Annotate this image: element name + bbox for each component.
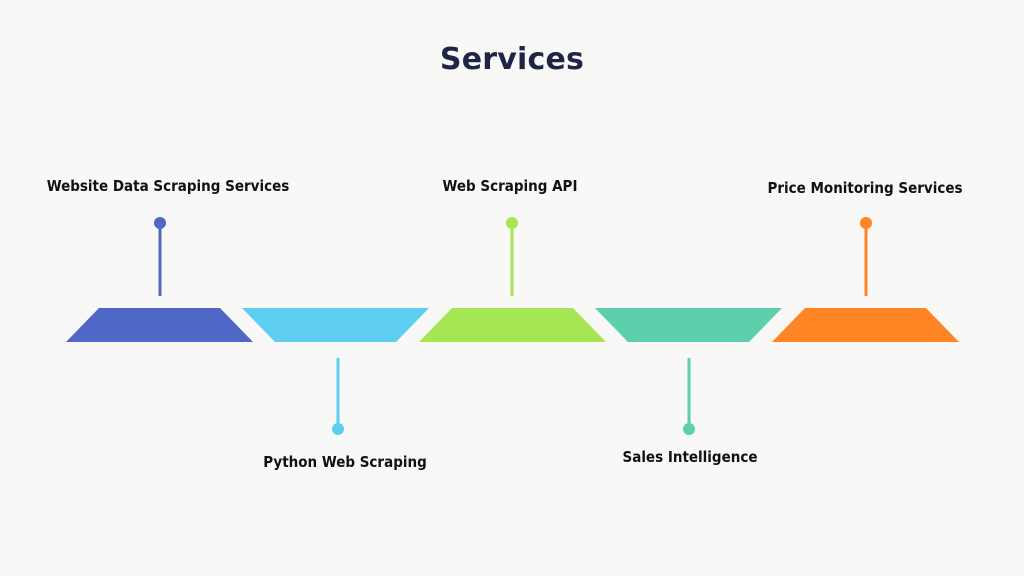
- timeline-segment-2: [242, 308, 429, 342]
- timeline-label-web-scraping-api: Web Scraping API: [442, 177, 578, 195]
- timeline-marker-2: [332, 423, 344, 435]
- timeline-label-python-web-scraping: Python Web Scraping: [263, 453, 427, 471]
- timeline-label-website-data-scraping-services: Website Data Scraping Services: [46, 177, 290, 195]
- timeline-label-sales-intelligence: Sales Intelligence: [622, 448, 758, 466]
- timeline-marker-5: [860, 217, 872, 229]
- timeline-marker-3: [506, 217, 518, 229]
- timeline-marker-1: [154, 217, 166, 229]
- diagram-title: Services: [439, 42, 585, 77]
- timeline-label-price-monitoring-services: Price Monitoring Services: [767, 179, 963, 197]
- timeline-segment-3: [419, 308, 606, 342]
- timeline-segment-1: [66, 308, 253, 342]
- timeline-segment-5: [772, 308, 959, 342]
- timeline-marker-4: [683, 423, 695, 435]
- timeline-segment-4: [595, 308, 782, 342]
